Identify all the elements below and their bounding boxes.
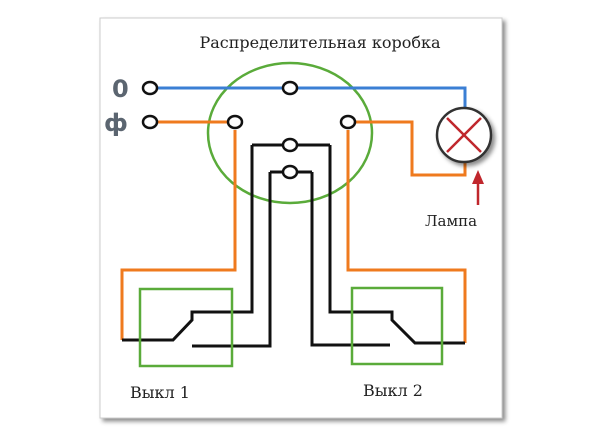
arrow-up-icon: [472, 170, 484, 205]
terminals: [141, 80, 357, 180]
switch-2-label: Выкл 2: [363, 381, 423, 400]
terminal-left: [226, 114, 244, 130]
terminal-top: [281, 80, 299, 96]
diagram-frame: [99, 17, 503, 419]
terminal-traveler-2: [281, 164, 299, 180]
switch-1-box: [138, 287, 234, 368]
neutral-wire: [158, 86, 467, 108]
junction-box-title: Распределительная коробка: [199, 33, 441, 52]
lamp-label: Лампа: [425, 212, 477, 230]
lamp-icon: [435, 106, 493, 164]
phase-label: ф: [104, 109, 128, 137]
terminal-traveler-1: [281, 137, 299, 153]
phase-wires: [120, 120, 467, 343]
terminal-phase: [141, 114, 159, 130]
terminal-neutral: [141, 80, 159, 96]
neutral-label: 0: [112, 75, 129, 103]
switch-2-box: [350, 286, 444, 366]
terminal-right: [339, 114, 357, 130]
junction-box: [206, 61, 374, 205]
switch-1-label: Выкл 1: [130, 383, 190, 402]
